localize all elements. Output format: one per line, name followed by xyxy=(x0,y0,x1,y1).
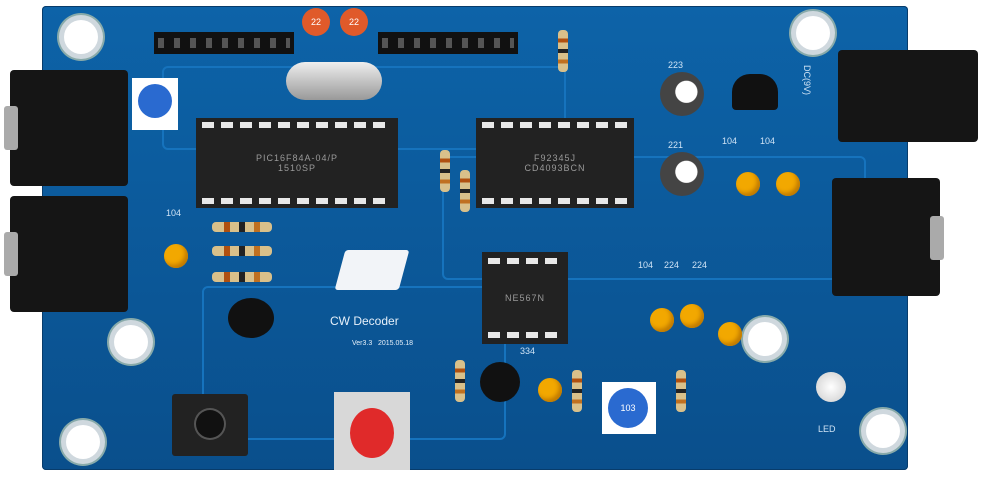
mounting-hole xyxy=(64,20,98,54)
resistor xyxy=(212,222,272,232)
audio-jack-right[interactable] xyxy=(832,178,944,296)
resistor xyxy=(558,30,568,72)
capacitor-label: 104 xyxy=(722,136,738,146)
resistor xyxy=(572,370,582,412)
decoder-chip: NE567N xyxy=(482,252,568,344)
pin-header xyxy=(154,32,294,54)
capacitor-label: 224 xyxy=(692,260,708,270)
electrolytic-capacitor xyxy=(660,72,704,116)
capacitor-label: 334 xyxy=(520,346,536,356)
trimmer-potentiometer[interactable] xyxy=(132,78,178,130)
transistor xyxy=(228,298,274,338)
audio-jack-left-bottom[interactable] xyxy=(4,196,128,312)
mcu-chip: PIC16F84A-04/P 1510SP xyxy=(196,118,398,208)
mounting-hole xyxy=(796,16,830,50)
board-date: 2015.05.18 xyxy=(378,340,414,347)
resistor xyxy=(212,246,272,256)
mcu-lot-code: 1510SP xyxy=(277,163,317,173)
crystal-oscillator xyxy=(286,62,382,100)
push-button[interactable] xyxy=(334,392,410,470)
gate-part-number: CD4093BCN xyxy=(524,163,586,173)
gate-lot-code: F92345J xyxy=(533,153,577,163)
capacitor-label: 104 xyxy=(166,208,182,218)
pot-label: 103 xyxy=(608,388,648,428)
mounting-hole xyxy=(114,325,148,359)
ceramic-capacitor: 22 xyxy=(340,8,368,36)
capacitor-label: 221 xyxy=(668,140,684,150)
capacitor-label: 104 xyxy=(638,260,654,270)
mounting-hole xyxy=(748,322,782,356)
ceramic-capacitor xyxy=(538,378,562,402)
ceramic-capacitor xyxy=(718,322,742,346)
resistor xyxy=(460,170,470,212)
resistor xyxy=(676,370,686,412)
capacitor-label: 224 xyxy=(664,260,680,270)
gate-chip: F92345J CD4093BCN xyxy=(476,118,634,208)
chip-logo-icon xyxy=(334,250,410,290)
mounting-hole xyxy=(866,414,900,448)
led xyxy=(816,372,846,402)
trimmer-potentiometer[interactable]: 103 xyxy=(602,382,656,434)
resistor xyxy=(455,360,465,402)
capacitor-label: 104 xyxy=(760,136,776,146)
transistor xyxy=(480,362,520,402)
pin-header xyxy=(378,32,518,54)
led-label: LED xyxy=(818,424,836,434)
resistor xyxy=(212,272,272,282)
voltage-regulator xyxy=(732,74,778,110)
board-version: Ver3.3 xyxy=(352,340,373,347)
decoder-part-number: NE567N xyxy=(504,293,546,303)
audio-jack-left-top[interactable] xyxy=(4,70,128,186)
mcu-part-number: PIC16F84A-04/P xyxy=(255,153,339,163)
dc-power-jack[interactable] xyxy=(838,50,978,142)
mounting-hole xyxy=(66,425,100,459)
ceramic-capacitor xyxy=(650,308,674,332)
ceramic-capacitor xyxy=(736,172,760,196)
capacitor-label: 223 xyxy=(668,60,684,70)
board-title: CW Decoder xyxy=(330,314,399,328)
ceramic-capacitor xyxy=(680,304,704,328)
ceramic-capacitor xyxy=(776,172,800,196)
tactile-switch[interactable] xyxy=(172,394,248,456)
ceramic-capacitor: 22 xyxy=(302,8,330,36)
ceramic-capacitor xyxy=(164,244,188,268)
electrolytic-capacitor xyxy=(660,152,704,196)
resistor xyxy=(440,150,450,192)
power-label: DC(9V) xyxy=(802,64,813,96)
